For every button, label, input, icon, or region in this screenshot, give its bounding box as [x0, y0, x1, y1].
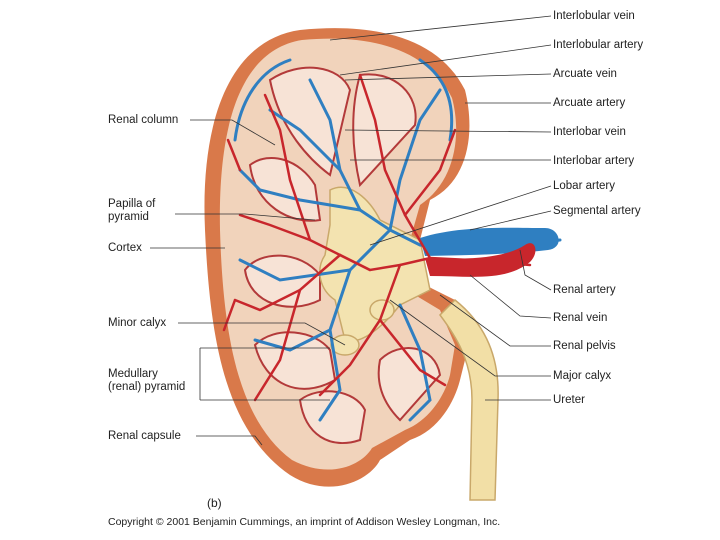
renal-artery: [425, 243, 536, 277]
label-interlobar-vein: Interlobar vein: [553, 126, 626, 138]
pyramid-3: [248, 156, 322, 222]
leader-lines: [150, 15, 552, 446]
label-papilla-of-pyramid: Papilla of pyramid: [108, 198, 156, 223]
ureter: [439, 298, 499, 501]
label-renal-column: Renal column: [108, 114, 179, 126]
label-arcuate-artery: Arcuate artery: [553, 97, 626, 109]
label-cortex: Cortex: [108, 242, 142, 254]
label-ureter: Ureter: [553, 394, 585, 406]
label-arcuate-vein: Arcuate vein: [553, 68, 617, 80]
panel-label: (b): [207, 496, 222, 510]
label-minor-calyx: Minor calyx: [108, 317, 167, 329]
label-renal-vein: Renal vein: [553, 312, 608, 324]
label-interlobular-vein: Interlobular vein: [553, 10, 635, 22]
label-segmental-artery: Segmental artery: [553, 205, 641, 217]
label-major-calyx: Major calyx: [553, 370, 612, 382]
label-renal-artery: Renal artery: [553, 284, 616, 296]
pyramid-1: [268, 66, 352, 177]
label-renal-pelvis: Renal pelvis: [553, 340, 616, 352]
copyright-text: Copyright © 2001 Benjamin Cummings, an i…: [108, 516, 501, 528]
label-interlobar-artery: Interlobar artery: [553, 155, 635, 167]
major-calyx: [369, 299, 395, 321]
label-lobar-artery: Lobar artery: [553, 180, 616, 192]
label-interlobular-artery: Interlobular artery: [553, 39, 644, 51]
label-medullary-pyramid: Medullary (renal) pyramid: [108, 368, 186, 393]
renal-vein: [420, 227, 559, 256]
pyramid-4: [243, 254, 321, 308]
label-renal-capsule: Renal capsule: [108, 430, 181, 442]
